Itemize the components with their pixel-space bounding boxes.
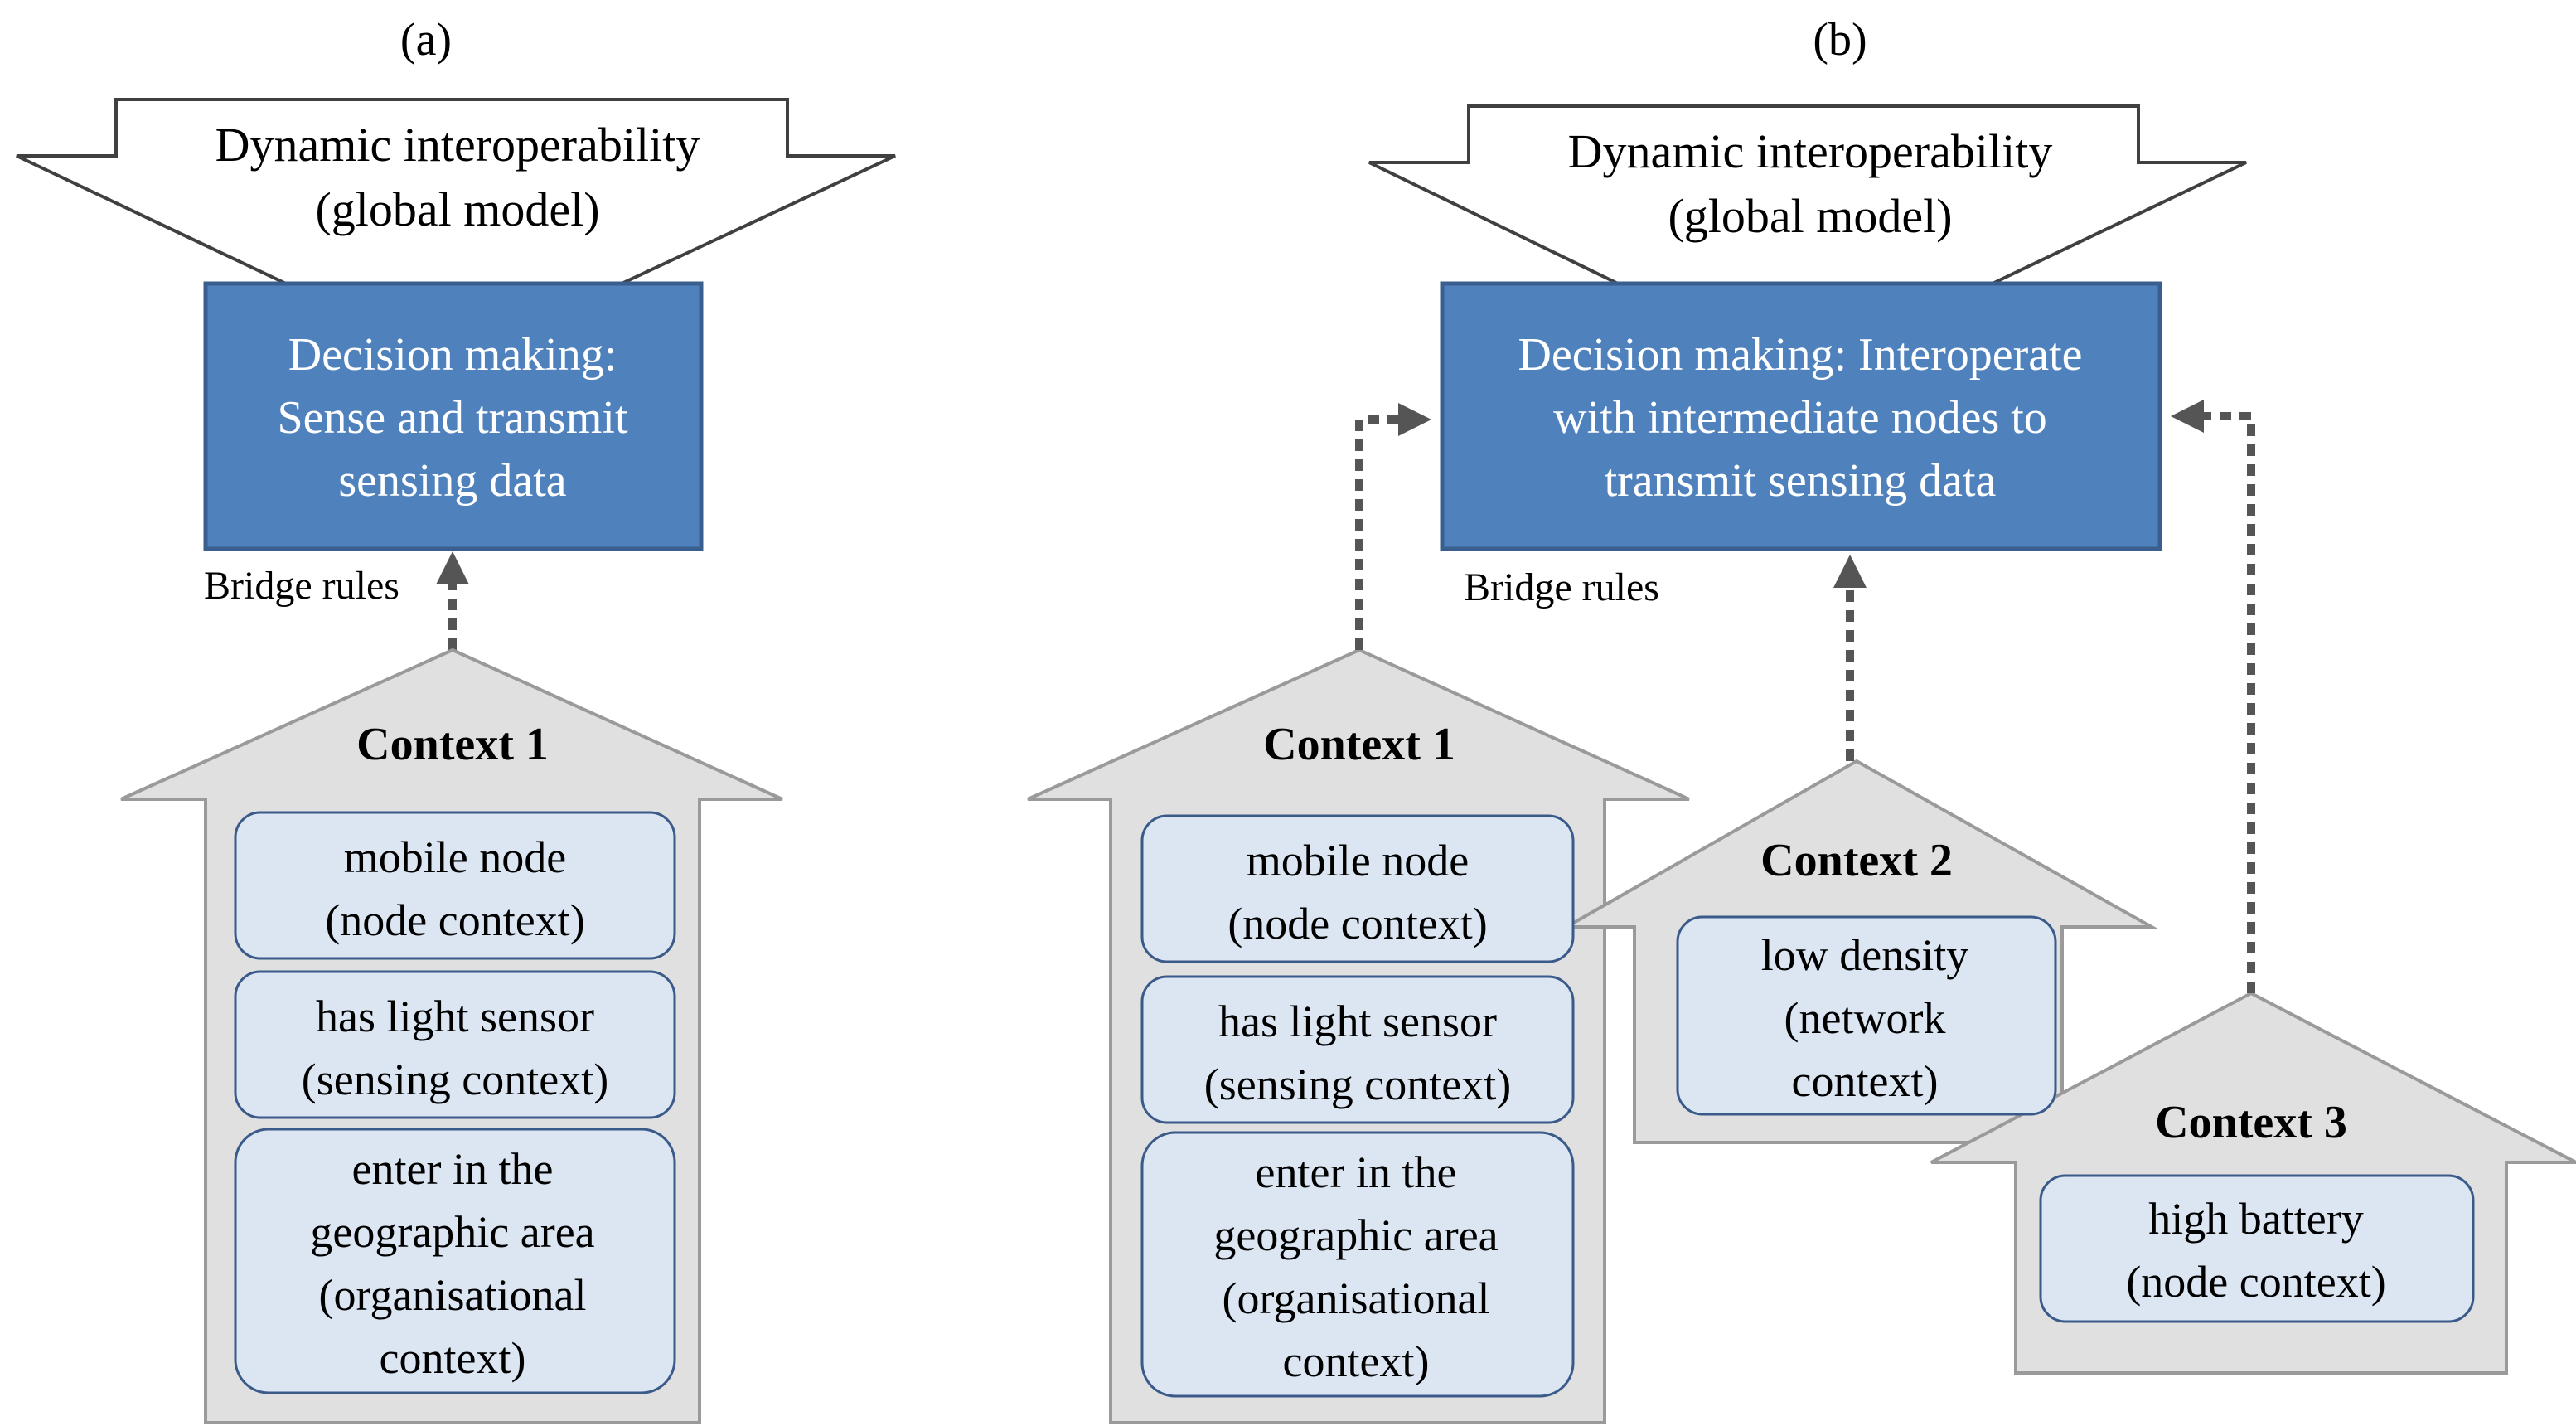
- item-text: has light sensor: [316, 992, 594, 1041]
- item-text: (node context): [2126, 1257, 2385, 1307]
- global-model-title-a: Dynamic interoperability: [215, 118, 700, 172]
- context-item-low-density-b: [1676, 915, 2057, 1116]
- context3-title-b: Context 3: [2155, 1097, 2347, 1148]
- item-text: (sensing context): [302, 1055, 608, 1104]
- decision-line3-b: transmit sensing data: [1605, 455, 1997, 507]
- bridge-connector-context1-b: [1355, 403, 1431, 650]
- item-text: (node context): [1227, 899, 1487, 948]
- item-text: has light sensor: [1218, 997, 1497, 1046]
- bridge-connector-context3-b: [2171, 400, 2255, 993]
- decision-line2-a: Sense and transmit: [277, 392, 627, 444]
- item-text: low density: [1761, 930, 1969, 980]
- decision-box-b: [1440, 281, 2162, 551]
- context-item-mobile-node-b: [1140, 814, 1575, 963]
- context1-title-a: Context 1: [356, 719, 549, 770]
- item-text: context): [380, 1333, 526, 1383]
- bridge-rules-label-a: Bridge rules: [204, 564, 399, 608]
- item-text: enter in the: [1256, 1147, 1457, 1197]
- item-text: geographic area: [310, 1207, 594, 1257]
- item-text: (organisational: [1223, 1273, 1490, 1323]
- item-text: context): [1283, 1336, 1430, 1386]
- panel-a-label: (a): [400, 14, 452, 65]
- item-text: geographic area: [1213, 1210, 1498, 1260]
- item-text: (sensing context): [1204, 1060, 1511, 1109]
- panel-a: (a) Dynamic interoperability (global mod…: [16, 14, 896, 1424]
- context-item-geographic-area-b: [1140, 1131, 1575, 1398]
- context-item-geographic-area-a: [234, 1128, 676, 1394]
- item-text: mobile node: [1247, 836, 1469, 885]
- item-text: (network: [1784, 993, 1946, 1043]
- decision-line2-b: with intermediate nodes to: [1553, 392, 2047, 444]
- item-text: (node context): [325, 895, 584, 945]
- context-item-light-sensor-b: [1140, 975, 1575, 1124]
- bridge-rules-label-b: Bridge rules: [1464, 565, 1659, 609]
- global-model-title-b: Dynamic interoperability: [1568, 124, 2053, 178]
- context2-title-b: Context 2: [1760, 835, 1953, 886]
- context-item-mobile-node-a: [234, 811, 676, 960]
- global-model-subtitle-b: (global model): [1668, 189, 1952, 243]
- global-model-subtitle-a: (global model): [315, 182, 599, 236]
- item-text: mobile node: [344, 832, 566, 882]
- decision-line1-a: Decision making:: [288, 329, 617, 381]
- context-item-light-sensor-a: [234, 970, 676, 1119]
- decision-line1-b: Decision making: Interoperate: [1518, 329, 2082, 381]
- context-item-high-battery-b: [2039, 1174, 2475, 1323]
- panel-b: (b) Dynamic interoperability (global mod…: [1027, 14, 2576, 1424]
- item-text: enter in the: [352, 1144, 554, 1194]
- item-text: context): [1792, 1056, 1939, 1106]
- panel-b-label: (b): [1813, 14, 1867, 65]
- decision-box-a: [203, 281, 704, 551]
- decision-line3-a: sensing data: [338, 455, 566, 507]
- context1-title-b: Context 1: [1263, 719, 1455, 770]
- item-text: high battery: [2148, 1194, 2363, 1244]
- item-text: (organisational: [319, 1270, 587, 1320]
